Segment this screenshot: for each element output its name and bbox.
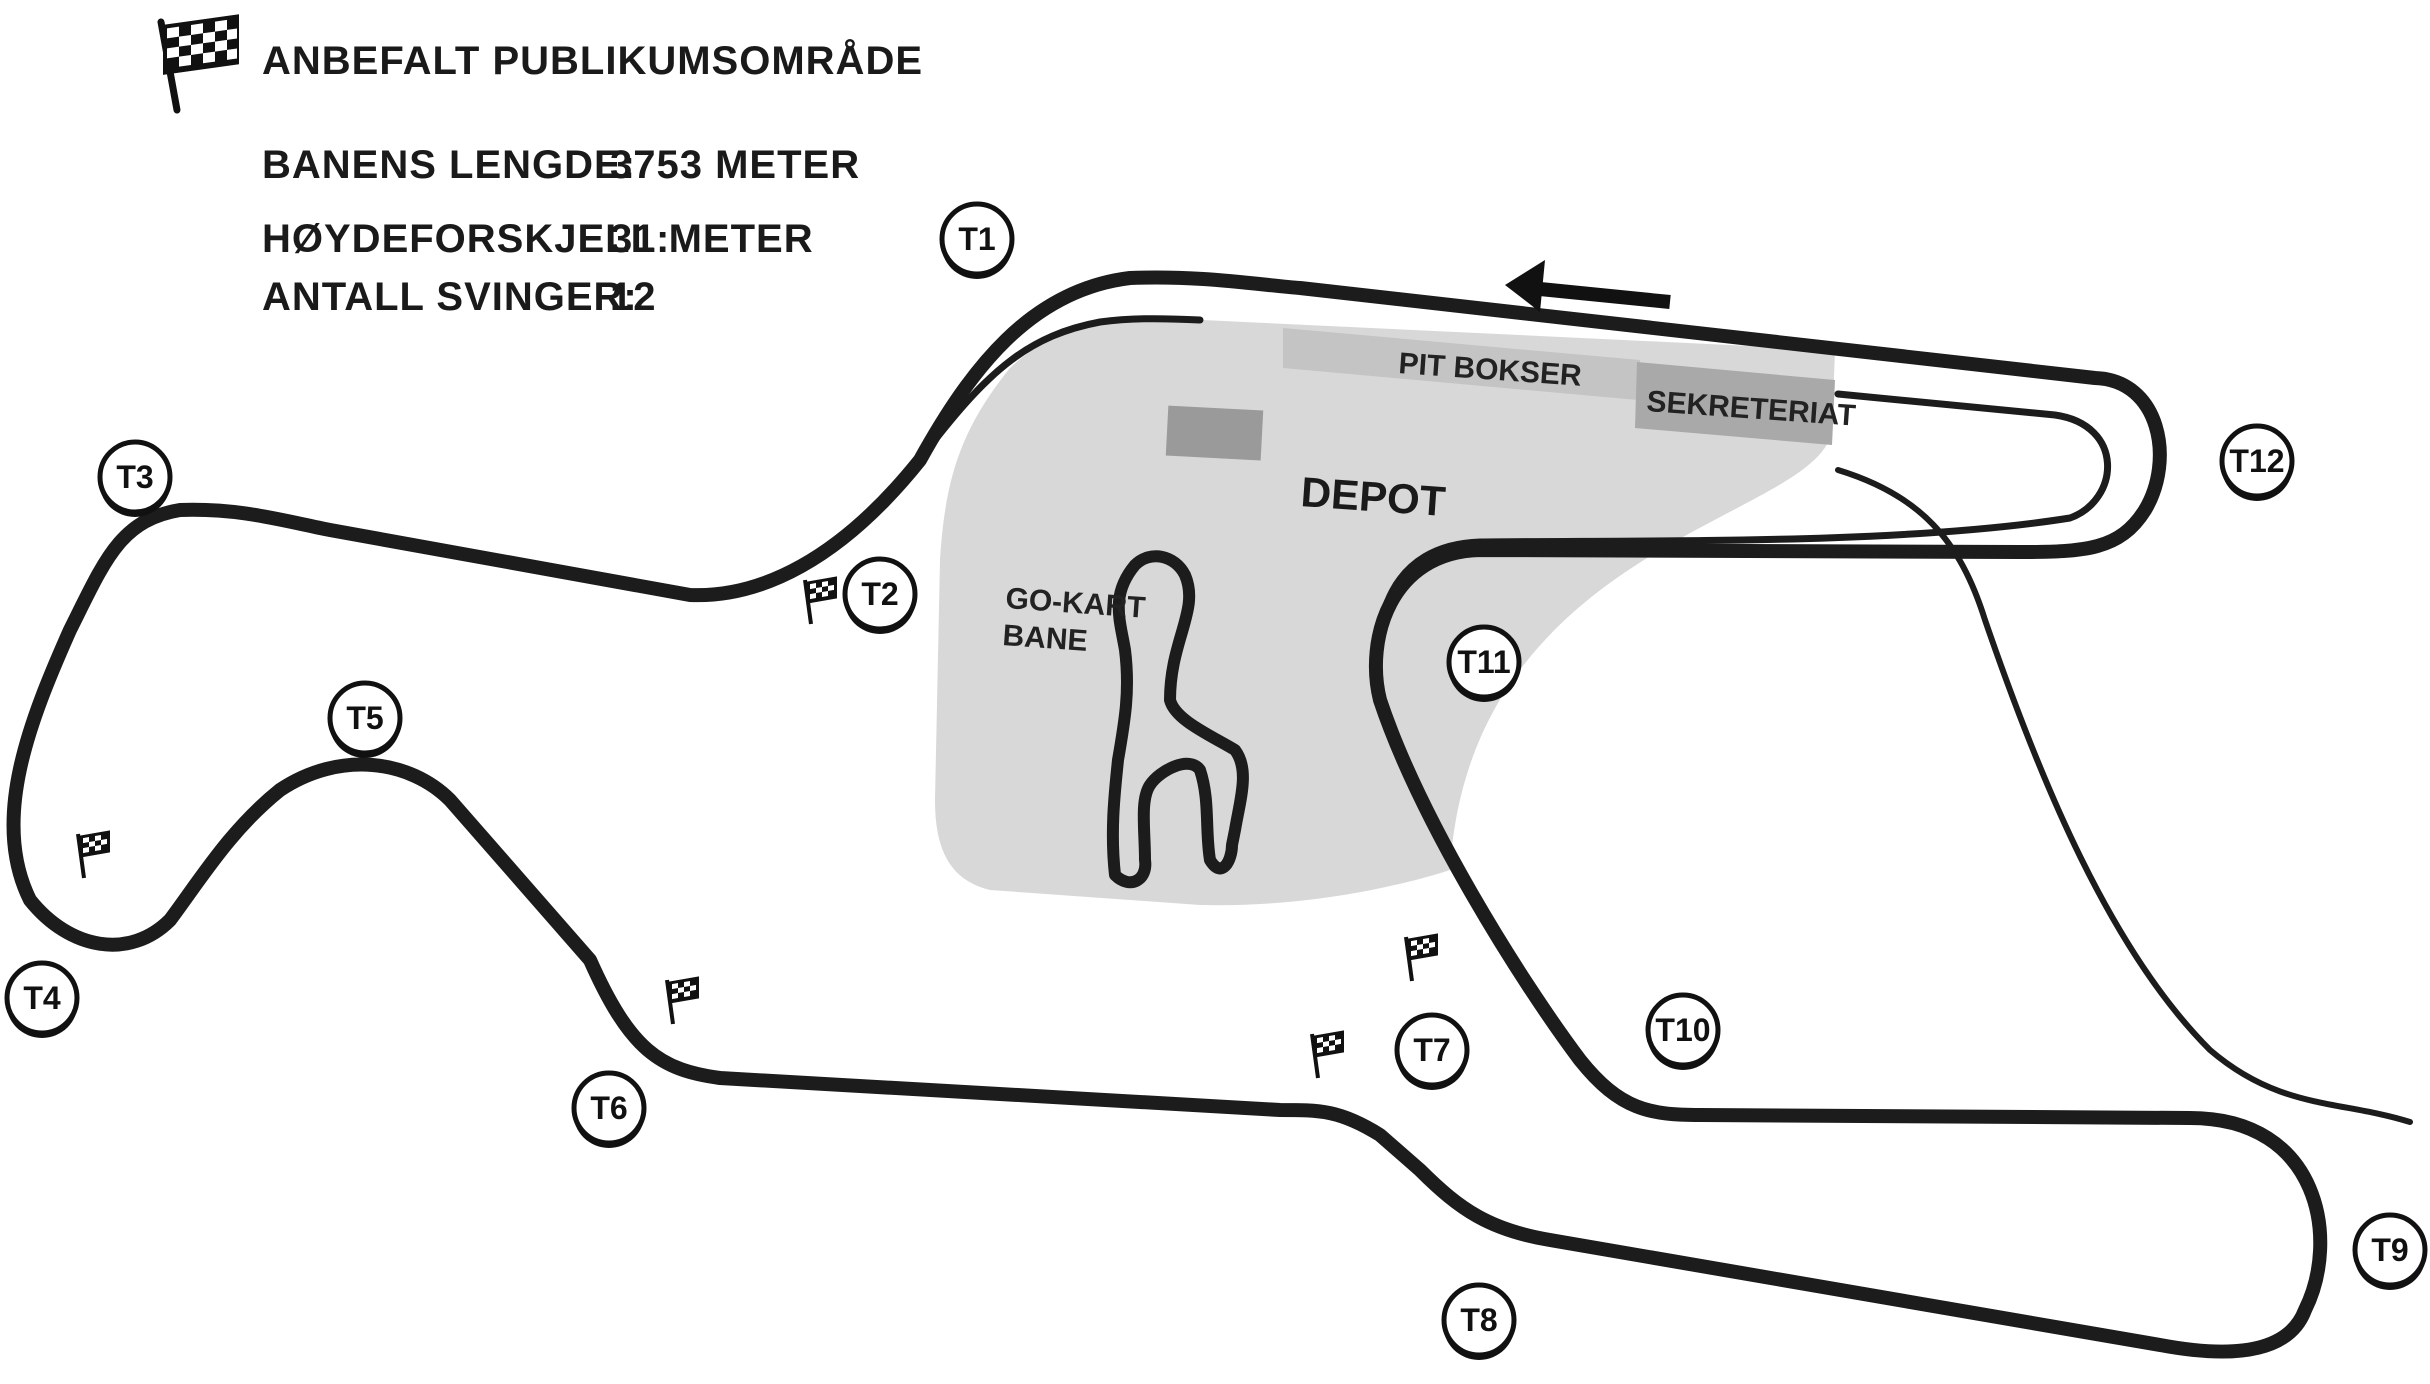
turn-marker-t12: T12 (2219, 423, 2295, 501)
secretariat-building (1635, 362, 1835, 445)
legend-label: ANBEFALT PUBLIKUMSOMRÅDE (262, 38, 923, 83)
spectator-flag-icon (803, 576, 837, 625)
turn-label: T4 (23, 980, 61, 1016)
turn-label: T3 (116, 459, 153, 495)
turn-label: T10 (1655, 1012, 1710, 1048)
turn-label: T1 (958, 221, 995, 257)
stat-value-elevation: 31 METER (610, 217, 814, 261)
spectator-flag-icon (1404, 933, 1438, 982)
turn-marker-t6: T6 (571, 1070, 647, 1148)
gokart-label-line2: BANE (1002, 619, 1089, 658)
depot-label: DEPOT (1299, 468, 1447, 525)
turn-marker-t7: T7 (1394, 1012, 1470, 1090)
turn-label: T8 (1460, 1302, 1497, 1338)
stat-value-turns: 12 (610, 275, 657, 319)
go-kart-track (1106, 550, 1249, 889)
turn-marker-t9: T9 (2352, 1212, 2428, 1290)
spectator-flag-icon (1310, 1030, 1344, 1079)
pit-boxes (1283, 328, 1640, 400)
stat-value-length: 3753 METER (610, 143, 860, 187)
turn-label: T11 (1457, 644, 1510, 680)
turn-label: T9 (2371, 1232, 2408, 1268)
direction-arrow (1505, 260, 1671, 312)
turn-label: T7 (1413, 1032, 1450, 1068)
turn-label: T12 (2229, 443, 2284, 479)
turn-label: T6 (590, 1090, 627, 1126)
turn-marker-t5: T5 (327, 680, 403, 758)
stat-label-turns: ANTALL SVINGER: (262, 275, 638, 319)
access-road (1835, 467, 2413, 1125)
spectator-flag-icon (665, 976, 699, 1025)
spectator-flag-icon (76, 830, 110, 879)
turn-label: T5 (346, 700, 383, 736)
turn-marker-t11: T11 (1446, 624, 1522, 702)
turn-marker-t1: T1 (939, 201, 1015, 279)
turn-marker-t10: T10 (1645, 992, 1721, 1070)
turn-marker-t4: T4 (4, 960, 80, 1038)
turn-marker-t2: T2 (842, 556, 918, 634)
race-track (6, 270, 2328, 1359)
stat-label-elevation: HØYDEFORSKJELL: (262, 217, 670, 261)
stat-label-length: BANENS LENGDE: (262, 143, 636, 187)
depot-building (1165, 405, 1264, 461)
checkered-flag-icon (157, 14, 239, 114)
turn-marker-t3: T3 (97, 439, 173, 517)
turn-label: T2 (861, 576, 898, 612)
turn-marker-t8: T8 (1441, 1282, 1517, 1360)
